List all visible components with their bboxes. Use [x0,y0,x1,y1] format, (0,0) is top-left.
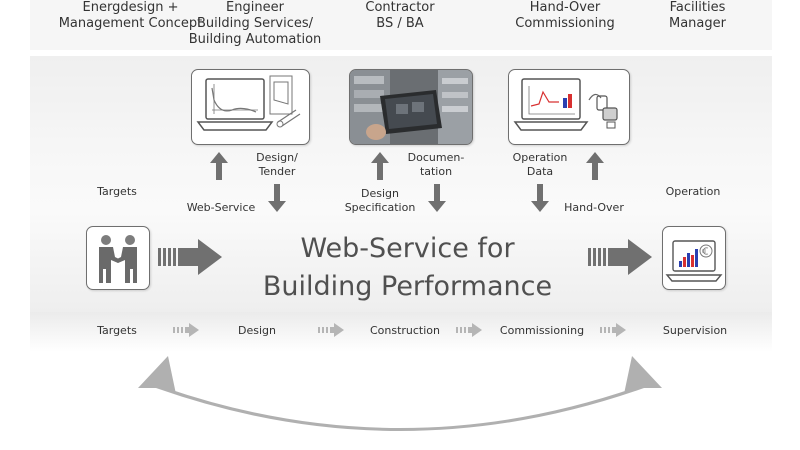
column-title-engineer: Engineer Building Services/ Building Aut… [188,0,322,47]
operation-laptop-card [508,69,630,145]
handshake-icon [99,235,137,283]
header-band [30,0,772,50]
label-operation: Operation [665,185,721,198]
column-title-hand-over: Hand-Over Commissioning [515,0,615,31]
phase-band [30,312,772,352]
column-title-facilities: Facilities Manager [669,0,726,31]
control-panel-photo [350,70,472,144]
finance-laptop-card [662,226,726,290]
phase-targets: Targets [97,324,137,337]
operation-laptop-icon [513,78,618,131]
label-web-service: Web-Service [186,201,256,214]
column-title-energdesign: Energdesign + Management Concept [58,0,203,31]
design-laptop-card [191,69,310,145]
arrow-up-hand-over [586,152,604,180]
phase-arrow-2 [318,323,344,337]
arrow-down-design [268,184,286,212]
arrow-down-operation [531,184,549,212]
phase-construction: Construction [369,324,441,337]
finance-laptop-icon [665,240,723,282]
arrow-right-big-right [588,239,652,275]
label-design-tender: Design/ Tender [256,151,298,178]
label-documentation: Documen- tation [407,151,465,178]
arrow-right-big-left [158,239,222,275]
phase-arrow-3 [456,323,482,337]
phase-arrow-4 [600,323,626,337]
design-laptop-icon [196,75,301,131]
column-title-contractor: Contractor BS / BA [365,0,435,31]
headline-title: Web-Service for Building Performance [262,233,553,302]
phase-commissioning: Commissioning [499,324,585,337]
handshake-card [86,226,150,290]
phase-supervision: Supervision [662,324,728,337]
arrow-down-contractor [428,184,446,212]
phase-arrow-1 [173,323,199,337]
phase-design: Design [238,324,276,337]
arrow-up-contractor [371,152,389,180]
label-targets-top: Targets [97,185,137,198]
label-operation-data: Operation Data [512,151,568,178]
control-panel-photo-card [349,69,473,145]
label-design-specification: Design Specification [344,187,416,214]
cycle-double-arrow [138,356,662,431]
arrow-up-design [210,152,228,180]
label-hand-over: Hand-Over [564,201,624,214]
